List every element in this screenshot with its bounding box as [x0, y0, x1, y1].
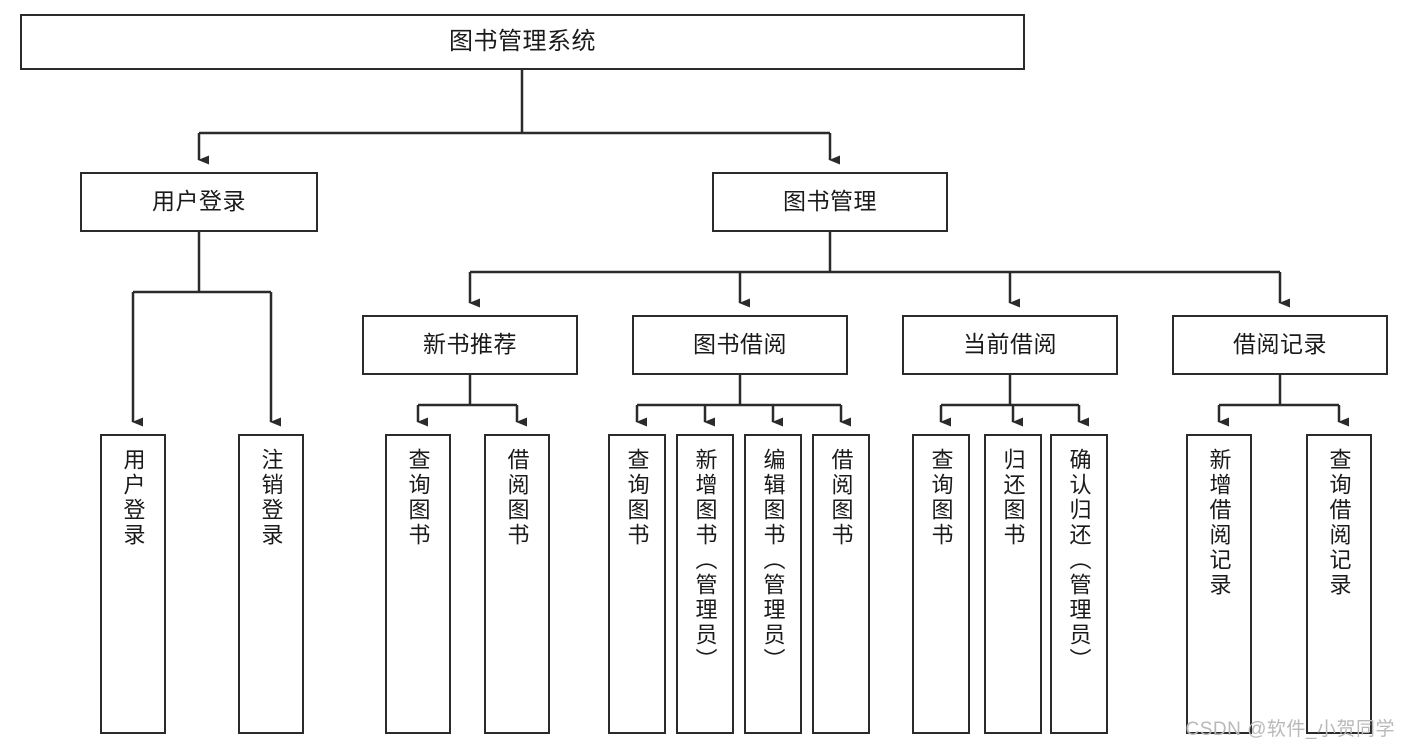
leaf-query-book-borrow[interactable]: 查询图书 — [608, 434, 666, 734]
leaf-edit-book-admin[interactable]: 编辑图书（管理员） — [744, 434, 802, 734]
node-label: 新书推荐 — [423, 331, 517, 358]
node-user-login[interactable]: 用户登录 — [80, 172, 318, 232]
node-label: 新增图书（管理员） — [692, 448, 718, 673]
node-label: 注销登录 — [258, 448, 284, 548]
leaf-query-borrow-record[interactable]: 查询借阅记录 — [1306, 434, 1372, 734]
node-label: 查询图书 — [405, 448, 431, 548]
node-label: 查询图书 — [928, 448, 954, 548]
node-label: 用户登录 — [120, 448, 146, 548]
node-label: 查询借阅记录 — [1326, 448, 1352, 598]
leaf-return-book[interactable]: 归还图书 — [984, 434, 1042, 734]
leaf-query-book-current[interactable]: 查询图书 — [912, 434, 970, 734]
leaf-add-book-admin[interactable]: 新增图书（管理员） — [676, 434, 734, 734]
node-label: 当前借阅 — [963, 331, 1057, 358]
node-label: 借阅图书 — [828, 448, 854, 548]
node-borrow-record[interactable]: 借阅记录 — [1172, 315, 1388, 375]
leaf-user-login[interactable]: 用户登录 — [100, 434, 166, 734]
node-label: 图书管理系统 — [449, 27, 596, 55]
node-book-management[interactable]: 图书管理 — [712, 172, 948, 232]
node-label: 新增借阅记录 — [1206, 448, 1232, 598]
leaf-confirm-return-admin[interactable]: 确认归还（管理员） — [1050, 434, 1108, 734]
node-book-borrow[interactable]: 图书借阅 — [632, 315, 848, 375]
node-root-system[interactable]: 图书管理系统 — [20, 14, 1025, 70]
node-label: 借阅图书 — [504, 448, 530, 548]
node-label: 确认归还（管理员） — [1066, 448, 1092, 673]
node-label: 借阅记录 — [1233, 331, 1327, 358]
node-label: 用户登录 — [152, 188, 246, 215]
leaf-add-borrow-record[interactable]: 新增借阅记录 — [1186, 434, 1252, 734]
node-current-borrow[interactable]: 当前借阅 — [902, 315, 1118, 375]
node-label: 查询图书 — [624, 448, 650, 548]
leaf-borrow-book[interactable]: 借阅图书 — [812, 434, 870, 734]
node-label: 归还图书 — [1000, 448, 1026, 548]
node-new-book-recommendation[interactable]: 新书推荐 — [362, 315, 578, 375]
watermark-text: CSDN @软件_小贺同学 — [1185, 719, 1395, 740]
node-label: 图书管理 — [783, 188, 877, 215]
node-label: 图书借阅 — [693, 331, 787, 358]
leaf-query-book-recommendation[interactable]: 查询图书 — [385, 434, 451, 734]
leaf-logout[interactable]: 注销登录 — [238, 434, 304, 734]
node-label: 编辑图书（管理员） — [760, 448, 786, 673]
leaf-borrow-book-recommendation[interactable]: 借阅图书 — [484, 434, 550, 734]
